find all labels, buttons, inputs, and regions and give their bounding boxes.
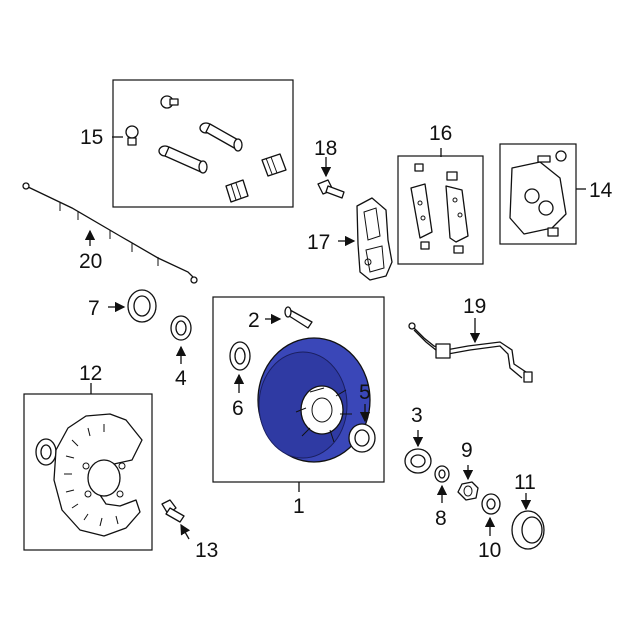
callout-14: 14 bbox=[589, 179, 613, 202]
callout-12: 12 bbox=[79, 362, 102, 385]
callout-8: 8 bbox=[435, 507, 447, 530]
part-20-sensor-wire[interactable] bbox=[22, 182, 198, 284]
callout-5: 5 bbox=[359, 381, 371, 404]
part-8-washer[interactable] bbox=[434, 465, 450, 503]
part-7-bearing[interactable] bbox=[108, 289, 157, 323]
callout-20: 20 bbox=[79, 250, 102, 273]
part-16-brake-pad-set[interactable] bbox=[397, 148, 484, 265]
part-2-wheel-stud[interactable] bbox=[265, 306, 313, 329]
callout-4: 4 bbox=[175, 367, 187, 390]
part-12-dust-shield[interactable] bbox=[23, 383, 153, 551]
callout-17: 17 bbox=[307, 231, 330, 254]
callout-18: 18 bbox=[314, 137, 337, 160]
part-18-bolt[interactable] bbox=[317, 157, 345, 199]
part-17-caliper-bracket[interactable] bbox=[338, 197, 393, 281]
part-6-inner-bearing[interactable] bbox=[229, 341, 251, 393]
callout-6: 6 bbox=[232, 397, 244, 420]
callout-16: 16 bbox=[429, 122, 452, 145]
callout-15: 15 bbox=[80, 126, 103, 149]
part-5-outer-bearing[interactable] bbox=[348, 404, 376, 453]
callout-1: 1 bbox=[293, 495, 305, 518]
part-19-abs-sensor[interactable] bbox=[408, 318, 533, 383]
part-14-caliper[interactable] bbox=[499, 143, 586, 245]
part-9-nut[interactable] bbox=[457, 465, 479, 501]
part-3-bearing[interactable] bbox=[404, 430, 432, 474]
part-10-seal[interactable] bbox=[481, 493, 501, 536]
part-4-seal[interactable] bbox=[170, 315, 192, 364]
part-13-bolt[interactable] bbox=[161, 499, 191, 540]
part-11-hub-cap[interactable] bbox=[511, 493, 545, 550]
callout-3: 3 bbox=[411, 404, 423, 427]
callout-13: 13 bbox=[195, 539, 218, 562]
callout-7: 7 bbox=[88, 297, 100, 320]
callout-19: 19 bbox=[463, 295, 486, 318]
callout-9: 9 bbox=[461, 439, 473, 462]
part-1-rotor-assembly[interactable] bbox=[212, 296, 385, 492]
part-15-caliper-pin-kit[interactable] bbox=[112, 79, 294, 208]
callout-2: 2 bbox=[248, 309, 260, 332]
callout-11: 11 bbox=[514, 471, 536, 494]
callout-10: 10 bbox=[478, 539, 501, 562]
